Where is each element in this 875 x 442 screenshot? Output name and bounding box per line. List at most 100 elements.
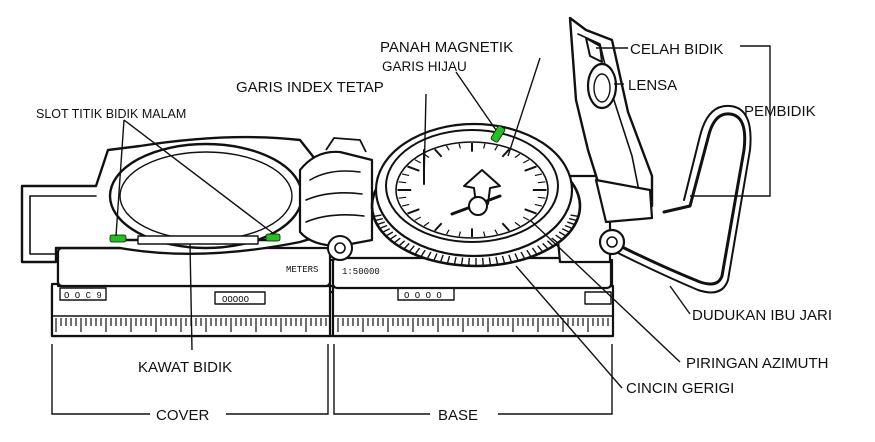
decorative-tick [439,254,444,263]
decorative-tick [458,231,461,237]
decorative-tick [564,224,573,230]
svg-text:O O C 9: O O C 9 [64,291,102,301]
decorative-tick [514,153,521,159]
thumb-loop [598,104,752,294]
ruler-ticks-left [55,318,327,332]
decorative-tick [374,217,384,222]
label-kawat-bidik: KAWAT BIDIK [138,359,232,376]
decorative-tick [542,242,549,250]
cover [20,135,332,264]
decorative-tick [570,214,579,218]
decorative-tick [524,165,537,172]
decorative-tick [567,221,576,226]
decorative-tick [526,249,532,258]
rear-sight [568,16,654,224]
decorative-tick [494,229,498,235]
decorative-tick [414,247,421,255]
decorative-tick [434,148,443,158]
decorative-tick [408,245,415,253]
green-line [490,125,506,143]
svg-text:O O O O: O O O O [404,291,442,301]
decorative-tick [551,237,559,244]
decorative-tick [433,253,438,262]
decorative-tick [522,216,530,221]
decorative-tick [389,234,397,241]
decorative-tick [514,253,519,262]
decorative-tick [495,256,499,265]
decorative-tick [537,196,546,199]
decorative-tick [393,237,401,244]
decorative-tick [501,222,510,232]
decorative-tick [537,181,546,184]
leader-lines [51,45,771,415]
label-garis-index-tetap: GARIS INDEX TETAP [236,79,384,96]
label-dudukan-ibu-jari: DUDUKAN IBU JARI [692,307,832,324]
decorative-tick [401,173,410,177]
scale-ratio-print: 1:50000 [342,267,380,277]
decorative-tick [483,231,486,237]
label-cover: COVER [156,407,210,424]
decorative-tick [531,247,538,255]
decorative-tick [561,228,570,233]
decorative-tick [460,257,464,266]
base-plate: O O C 9 OOOOO O O O O METERS 1:50000 [50,246,615,338]
decorative-tick [426,251,432,260]
label-cincin-gerigi: CINCIN GERIGI [626,380,734,397]
ruler-ticks-right [337,318,609,332]
decorative-tick [453,256,457,265]
label-lensa: LENSA [628,77,677,94]
decorative-tick [534,203,543,207]
decorative-tick [514,221,521,227]
label-panah-magnetik: PANAH MAGNETIK [380,39,513,56]
label-slot-titik-bidik-malam: SLOT TITIK BIDIK MALAM [36,107,186,121]
night-sight-dot-left [109,234,127,243]
decorative-tick [520,251,526,260]
decorative-tick [488,257,492,266]
decorative-tick [407,208,420,215]
decorative-tick [558,231,567,237]
decorative-tick [524,208,537,215]
svg-text:OOOOO: OOOOO [222,295,249,305]
decorative-tick [546,240,554,247]
decorative-tick [568,217,578,222]
decorative-tick [379,224,388,230]
decorative-tick [407,165,420,172]
decorative-tick [446,255,451,264]
label-base: BASE [438,407,478,424]
decorative-tick [385,231,394,237]
decorative-tick [501,148,510,158]
decorative-tick [398,196,407,199]
label-piringan-azimuth: PIRINGAN AZIMUTH [686,355,829,372]
decorative-tick [458,143,461,149]
decorative-tick [522,159,530,164]
label-garis-hijau: GARIS HIJAU [382,59,467,74]
decorative-tick [446,229,450,235]
decorative-tick [398,181,407,184]
decorative-tick [382,228,391,233]
decorative-tick [423,221,430,227]
decorative-tick [483,143,486,149]
decorative-tick [468,257,471,266]
decorative-tick [376,221,385,226]
decorative-tick [401,203,410,207]
decorative-tick [373,214,382,218]
label-pembidik: PEMBIDIK [744,103,816,120]
decorative-tick [494,145,498,151]
hinge [298,137,374,261]
decorative-tick [555,234,563,241]
labels: SLOT TITIK BIDIK MALAM GARIS INDEX TETAP… [36,39,832,424]
decorative-tick [508,254,513,263]
decorative-tick [434,222,443,232]
azimuth-dial-marks [397,142,547,238]
decorative-tick [446,145,450,151]
night-sight-dot-right [265,233,281,242]
decorative-tick [534,173,543,177]
decorative-tick [537,245,544,253]
decorative-tick [481,257,484,266]
decorative-tick [414,159,422,164]
bezel-teeth [373,214,579,266]
label-celah-bidik: CELAH BIDIK [630,41,723,58]
compass-housing [370,122,612,268]
